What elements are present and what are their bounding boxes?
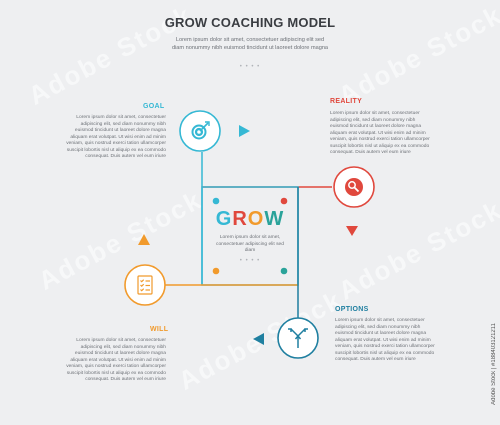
arrow-left-icon [253,333,264,345]
corner-dot [280,267,288,275]
grow-word: GROW [204,208,296,231]
corner-dot [212,267,220,275]
arrow-down-icon [346,226,358,236]
options-text: Lorem ipsum dolor sit amet, consectetuer… [335,318,435,362]
center-text: Lorem ipsum dolor sit amet, consectetuer… [216,235,284,253]
goal-text: Lorem ipsum dolor sit amet, consectetuer… [66,115,166,159]
reality-text: Lorem ipsum dolor sit amet, consectetuer… [330,111,430,155]
goal-heading: GOAL [143,103,165,110]
checklist-icon [137,275,153,295]
center-dots: • • • • [239,257,261,264]
header-dots: • • • • [239,64,261,70]
page-subtitle: Lorem ipsum dolor sit amet, consectetuer… [171,37,329,51]
corner-dot [280,197,288,205]
target-icon [191,121,210,140]
search-icon [345,178,363,196]
arrow-right-icon [239,125,250,137]
grow-letter-o: O [247,208,265,230]
will-heading: WILL [150,326,169,333]
arrow-up-icon [138,234,150,245]
will-text: Lorem ipsum dolor sit amet, consectetuer… [66,338,166,382]
grow-letter-w: W [264,208,285,230]
grow-letter-g: G [215,208,233,230]
stock-id: Adobe Stock | #188403121211 [491,323,497,405]
options-heading: OPTIONS [335,306,369,313]
split-arrows-icon [288,328,308,348]
corner-dot [212,197,220,205]
will-circle [124,264,166,306]
center-grow-block: GROW Lorem ipsum dolor sit amet, consect… [204,208,296,264]
reality-heading: REALITY [330,98,363,105]
grow-letter-r: R [232,208,248,230]
page-title: GROW COACHING MODEL [164,15,336,30]
